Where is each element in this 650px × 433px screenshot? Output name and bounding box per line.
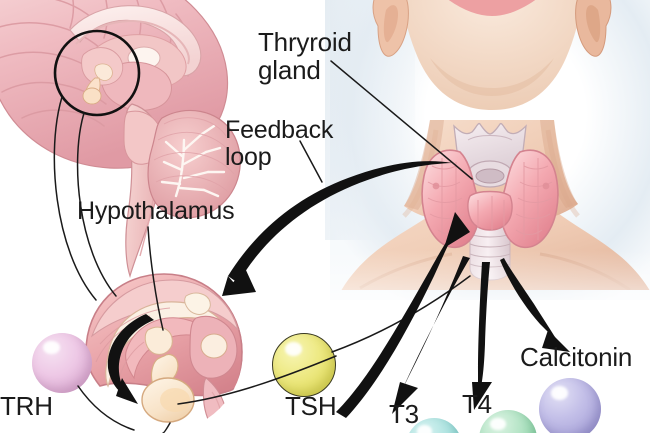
arrow-hypothalamus-to-pituitary [107, 314, 154, 404]
label-t3: T3 [389, 399, 419, 429]
trh-leader [77, 385, 135, 431]
arrow-thyroid-to-calcitonin [500, 258, 570, 352]
trh-hormone-sphere [32, 333, 92, 393]
brain-illustration [0, 0, 241, 279]
magnifier-connector-right [76, 112, 117, 297]
label-t4: T4 [462, 389, 492, 419]
feedback-label-leader [299, 140, 323, 183]
label-thyroid-gland: Thryroid gland [258, 27, 352, 86]
arrow-thyroid-to-t4 [472, 262, 492, 410]
label-tsh: TSH [285, 391, 337, 421]
arrow-feedback-loop [222, 161, 452, 296]
label-feedback-loop: Feedback loop [225, 116, 334, 171]
label-trh: TRH [0, 391, 53, 421]
pituitary-leader-right [177, 355, 337, 405]
magnifier-connector-left [53, 96, 97, 301]
hypothalamus-label-leader [147, 226, 164, 331]
magnifier-circle [53, 29, 141, 117]
label-calcitonin: Calcitonin [520, 342, 633, 372]
label-hypothalamus: Hypothalamus [77, 197, 235, 225]
